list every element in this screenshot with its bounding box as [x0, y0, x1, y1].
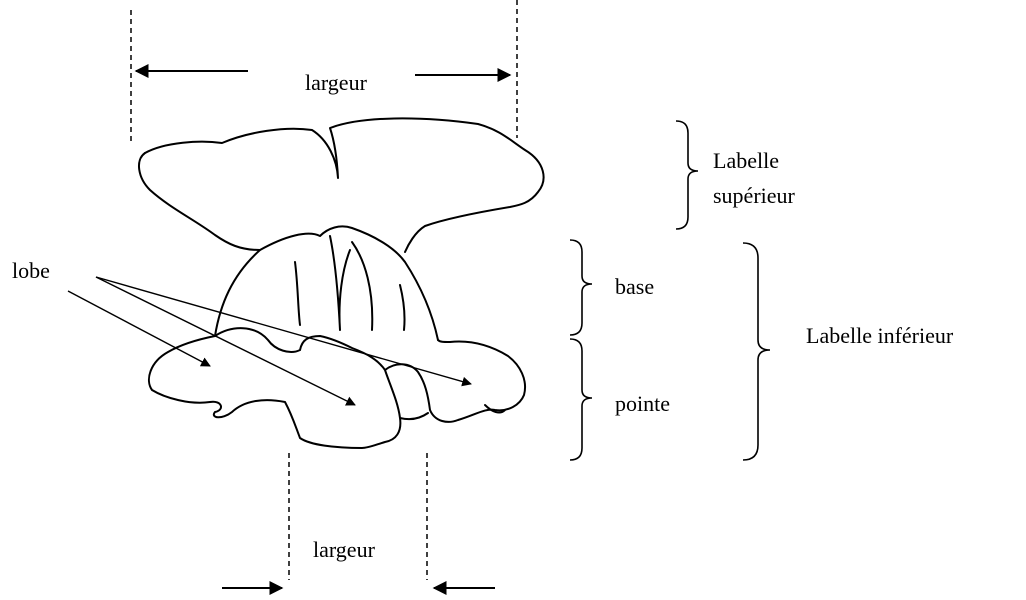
labelle-superieur-label-line2: supérieur — [713, 183, 796, 208]
pointe-label: pointe — [615, 391, 670, 416]
largeur-top-label: largeur — [305, 70, 368, 95]
labelle-superieur-outline — [145, 118, 544, 252]
largeur-bottom-label: largeur — [313, 537, 376, 562]
labelle-inferieur-brace — [743, 243, 770, 460]
pointe-brace — [570, 339, 592, 460]
base-label: base — [615, 274, 654, 299]
pointe-inner-fold — [485, 405, 505, 412]
lobe-callouts: lobe — [12, 258, 471, 405]
labelle-superieur-brace — [676, 121, 698, 229]
base-brace — [570, 240, 592, 335]
labelle-superieur-label-line1: Labelle — [713, 148, 779, 173]
bottom-width-dimension: largeur — [222, 453, 495, 588]
lobe-label: lobe — [12, 258, 50, 283]
labelle-inferieur-label: Labelle inférieur — [806, 323, 954, 348]
base-center-lines — [295, 236, 405, 330]
labelle-superieur-outline-left — [139, 153, 260, 250]
lobe-arrow-1 — [68, 291, 210, 366]
